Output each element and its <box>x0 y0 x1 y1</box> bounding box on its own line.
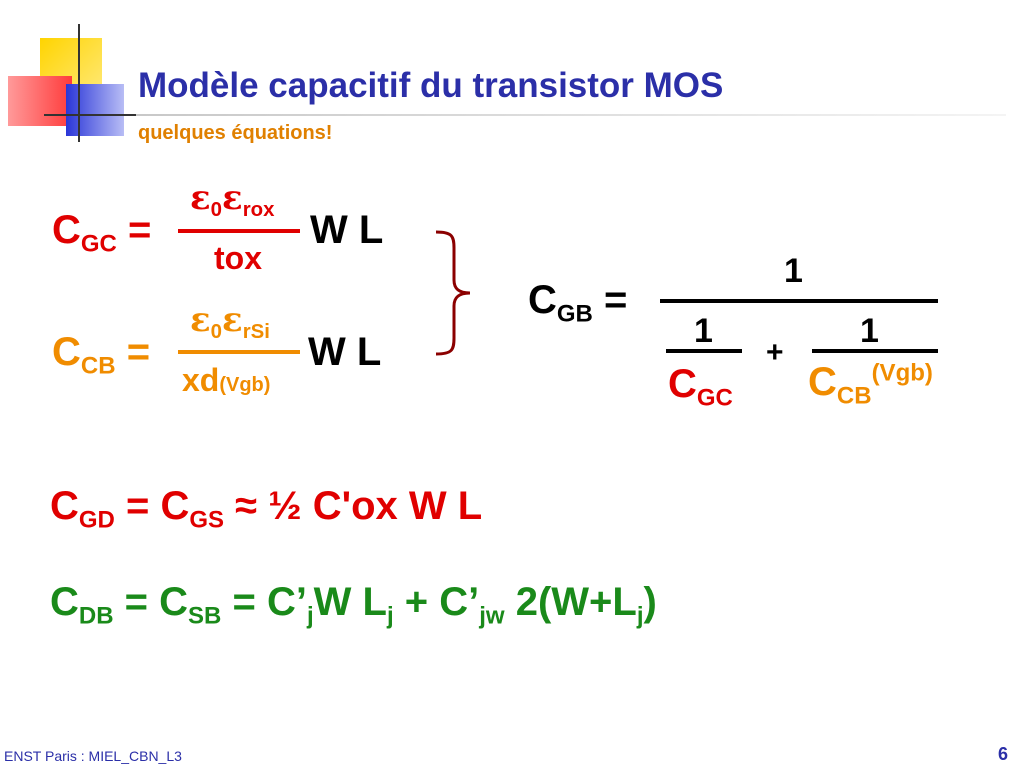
logo-blue-square <box>66 84 124 136</box>
cgc-denominator: tox <box>214 240 262 276</box>
cgb-numerator: 1 <box>784 252 803 290</box>
page-subtitle: quelques équations! <box>138 122 333 144</box>
brace-icon <box>435 230 471 356</box>
cgc-label: CGC = <box>52 208 152 258</box>
title-underline <box>136 114 1006 116</box>
cgd-equation: CGD = CGS ≈ ½ C'ox W L <box>50 484 483 534</box>
cgc-numerator: ε0εrox <box>190 178 275 222</box>
logo-decoration <box>0 0 140 145</box>
cgc-fraction-bar <box>178 229 300 233</box>
ccb-wl: W L <box>308 330 382 374</box>
ccb-label: CCB = <box>52 330 151 380</box>
cgb-term2-bar <box>812 349 938 353</box>
ccb-numerator: ε0εrSi <box>190 300 270 344</box>
page-title: Modèle capacitif du transistor MOS <box>138 66 724 105</box>
ccb-fraction-bar <box>178 350 300 354</box>
footer-text: ENST Paris : MIEL_CBN_L3 <box>4 748 182 764</box>
logo-vertical-line <box>78 24 80 142</box>
cgb-term1-bar <box>666 349 742 353</box>
ccb-denominator: xd(Vgb) <box>182 362 271 398</box>
cgb-term2-numerator: 1 <box>860 312 879 350</box>
cgb-fraction-bar <box>660 299 938 303</box>
cgb-plus: + <box>766 336 784 369</box>
page-number: 6 <box>998 744 1009 764</box>
cdb-equation: CDB = CSB = C’jW Lj + C’jw 2(W+Lj) <box>50 580 657 630</box>
cgb-term2-denominator: CCB(Vgb) <box>808 359 933 410</box>
logo-red-square <box>8 76 72 126</box>
logo-horizontal-line <box>44 114 140 116</box>
cgb-label: CGB = <box>528 278 628 328</box>
cgc-wl: W L <box>310 208 384 252</box>
cgb-term1-numerator: 1 <box>694 312 713 350</box>
cgb-term1-denominator: CGC <box>668 362 733 412</box>
